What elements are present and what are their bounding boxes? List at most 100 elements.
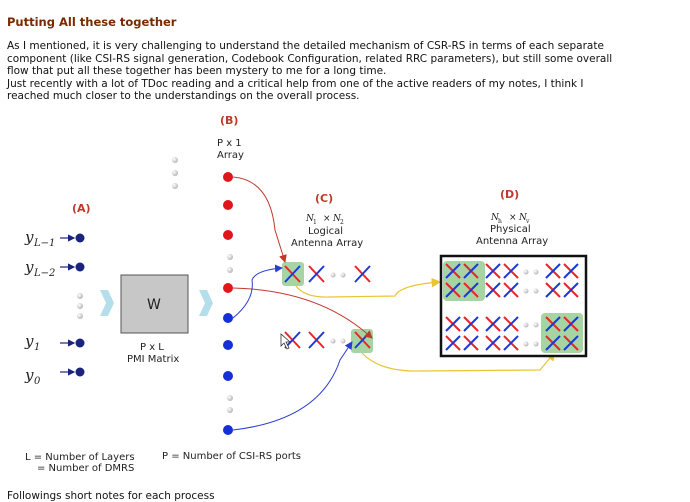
ellipsis-dot — [77, 303, 83, 309]
ellipsis-dot — [172, 170, 178, 176]
svg-text:1: 1 — [313, 219, 317, 226]
y-label-1: y 1 — [24, 332, 40, 353]
d-caption-antenna: Antenna Array — [476, 236, 548, 247]
cross-element — [503, 316, 519, 332]
ellipsis-dot — [77, 313, 83, 319]
cross-element — [445, 335, 461, 351]
ellipsis-dot — [227, 407, 233, 413]
ellipsis-dot — [172, 157, 178, 163]
ellipsis-dot — [533, 341, 539, 347]
port-dot-blue — [223, 371, 233, 381]
port-dot-blue — [223, 313, 233, 323]
svg-text:×: × — [323, 214, 331, 224]
ellipsis-dot — [227, 254, 233, 260]
mapping-arrow-blue — [232, 264, 283, 319]
cross-element — [284, 265, 301, 283]
cross-element — [445, 316, 461, 332]
ellipsis-dot — [533, 288, 539, 294]
section-heading: Putting All these together — [7, 15, 177, 29]
b-caption-size: P x 1 — [217, 138, 242, 149]
paragraph-line: reached much closer to the understanding… — [7, 90, 360, 103]
ellipsis-dot — [533, 269, 539, 275]
c-caption-logical: Logical — [308, 226, 343, 237]
svg-text:N: N — [518, 213, 528, 223]
svg-text:L−1: L−1 — [33, 238, 55, 249]
port-dot-blue — [223, 425, 233, 435]
mapping-arrow-red — [232, 287, 373, 339]
paragraph-line: flow that put all these together has bee… — [7, 65, 387, 78]
svg-text:y: y — [24, 332, 34, 350]
y-label-l-minus-1: y L−1 — [24, 228, 55, 249]
legend-ports: P = Number of CSI-RS ports — [162, 451, 301, 462]
cross-element — [563, 335, 579, 351]
svg-text:L−2: L−2 — [33, 268, 55, 279]
svg-text:×: × — [509, 213, 517, 223]
port-dot-blue — [223, 340, 233, 350]
flow-arrow-a-to-w — [100, 290, 114, 316]
cross-element — [463, 263, 479, 279]
cross-element — [563, 263, 579, 279]
svg-text:v: v — [525, 218, 530, 225]
port-dot-red — [223, 200, 233, 210]
svg-text:N: N — [332, 214, 342, 224]
legend-layers: L = Number of Layers — [25, 452, 135, 463]
svg-text:0: 0 — [34, 376, 41, 387]
mapping-arrow-blue — [232, 341, 353, 431]
ellipsis-dot — [330, 272, 336, 278]
svg-text:y: y — [24, 228, 34, 246]
y-label-0: y 0 — [24, 366, 41, 387]
mapping-arrow-red — [232, 176, 287, 263]
cross-element — [354, 265, 371, 283]
cross-element — [485, 335, 501, 351]
cross-element — [545, 335, 561, 351]
cross-element — [503, 335, 519, 351]
cross-element — [485, 316, 501, 332]
ellipsis-dot — [340, 272, 346, 278]
paragraph-line: Just recently with a lot of TDoc reading… — [7, 77, 584, 90]
c-caption-antenna: Antenna Array — [291, 238, 363, 249]
cross-element — [545, 263, 561, 279]
cross-element — [308, 265, 325, 283]
cross-element — [503, 263, 519, 279]
y-dot — [75, 262, 85, 272]
b-caption-array: Array — [217, 150, 244, 161]
d-caption-physical: Physical — [490, 224, 531, 235]
cross-element — [563, 282, 579, 298]
mouse-cursor-icon — [280, 333, 292, 350]
mapping-line-yellow — [361, 351, 556, 372]
cross-element — [563, 316, 579, 332]
footer-text: Followings short notes for each process — [7, 490, 215, 502]
cross-element — [463, 335, 479, 351]
label-b: (B) — [220, 114, 238, 127]
cross-element — [503, 282, 519, 298]
ellipsis-dot — [523, 322, 529, 328]
cross-element — [485, 282, 501, 298]
cross-element — [545, 282, 561, 298]
label-c: (C) — [315, 192, 333, 205]
physical-array-grid — [445, 263, 579, 351]
svg-text:h: h — [498, 218, 502, 225]
svg-text:1: 1 — [34, 342, 40, 353]
ellipsis-dot — [523, 269, 529, 275]
ellipsis-dot — [227, 395, 233, 401]
y-dot — [75, 367, 85, 377]
paragraph-line: As I mentioned, it is very challenging t… — [7, 40, 604, 52]
ellipsis-dot — [523, 341, 529, 347]
ellipsis-dot — [330, 338, 336, 344]
cross-element — [485, 263, 501, 279]
legend-dmrs: = Number of DMRS — [37, 463, 134, 474]
svg-text:y: y — [24, 258, 34, 276]
label-d: (D) — [500, 188, 519, 201]
cross-element — [545, 316, 561, 332]
paragraph-line: component (like CSI-RS signal generation… — [7, 52, 613, 65]
ellipsis-dot — [340, 338, 346, 344]
ellipsis-dot — [533, 322, 539, 328]
w-caption-size: P x L — [140, 342, 164, 353]
ellipsis-dot — [77, 293, 83, 299]
y-label-l-minus-2: y L−2 — [24, 258, 55, 279]
mapping-line-yellow — [295, 277, 442, 298]
c-formula: N 1 × N 2 — [305, 214, 344, 226]
w-matrix-box — [120, 274, 189, 334]
ellipsis-dot — [172, 183, 178, 189]
w-caption-pmi: PMI Matrix — [127, 354, 179, 365]
